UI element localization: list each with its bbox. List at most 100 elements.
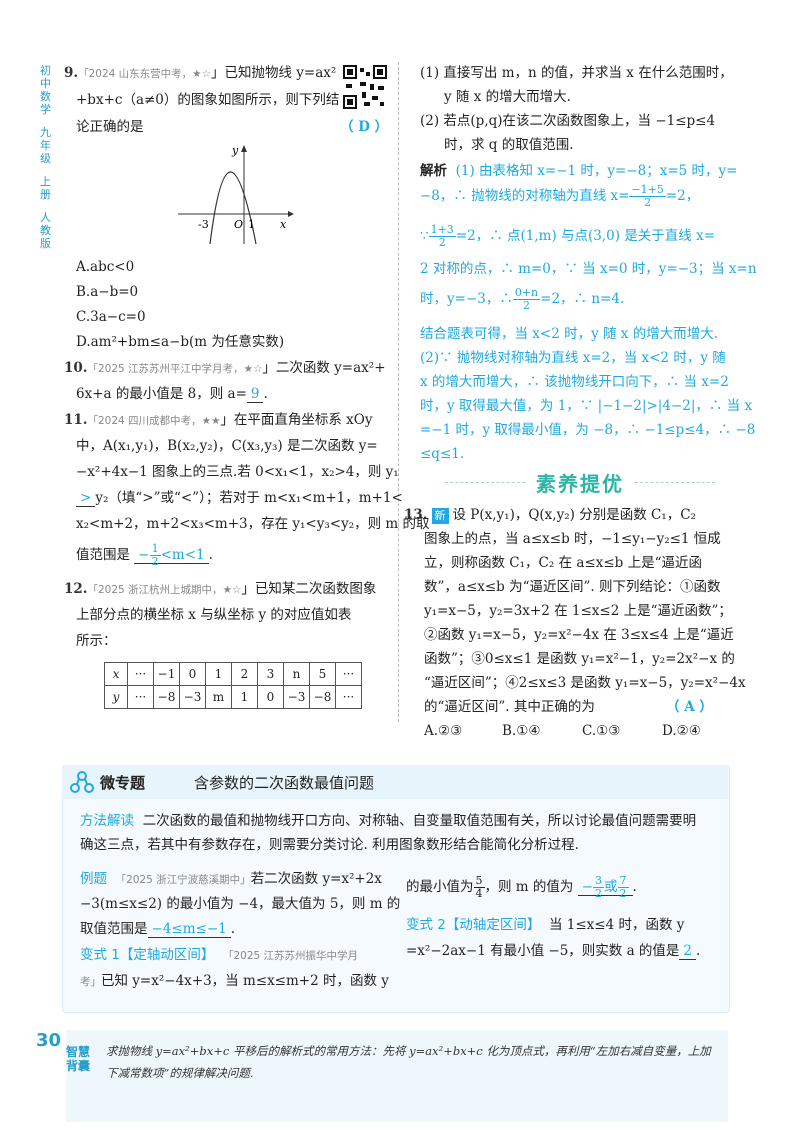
solution-line8: x 的增大而增大，∴ 该抛物线开口向下，∴ 当 x=2 <box>420 374 729 390</box>
micro-topic-subtitle: 含参数的二次函数最值问题 <box>194 774 375 792</box>
q9-option-a: A.abc<0 <box>76 259 135 275</box>
q11-line1: 11.「2024 四川成都中考，★★」在平面直角坐标系 xOy <box>64 412 373 428</box>
micro-topic-header <box>62 765 728 799</box>
solution-line9: 时，y 取得最大值，为 1，∵ |−1−2|>|4−2|，∴ 当 x <box>420 398 753 414</box>
solution-line10: =−1 时，y 取得最小值，为 −8，∴ −1≤p≤4，∴ −8 <box>420 422 756 438</box>
sidebar-labels: 初中数学 九年级 上册 人教版 <box>40 64 56 260</box>
sidebar-volume: 上册 <box>40 175 51 201</box>
q11-line3: −x²+4x−1 图象上的三点.若 0<x₁<1，x₂>4，则 y₁ <box>76 464 399 480</box>
example-line3: 取值范围是−4≤m≤−1. <box>80 921 236 938</box>
q13-line9: 的“逼近区间”. 其中正确的为 <box>424 699 595 715</box>
y-axis-arrow <box>241 145 247 152</box>
column-divider <box>398 62 399 722</box>
example-line2: −3(m≤x≤2) 的最小值为 −4，最大值为 5，则 m 的 <box>80 896 401 912</box>
solution-line6: 结合题表可得，当 x<2 时，y 随 x 的增大而增大. <box>420 326 719 342</box>
q13-line4: 数”，a≤x≤b 为“逼近区间”. 则下列结论：①函数 <box>424 579 721 595</box>
variant1-line1: 变式 1【定轴动区间】 「2025 江苏苏州振华中学月 <box>80 947 359 963</box>
graph-origin-label: O <box>234 218 243 231</box>
solution-line4: 2 对称的点，∴ m=0，∵ 当 x=0 时，y=−3；当 x=n <box>420 261 757 277</box>
page-number: 30 <box>36 1030 62 1051</box>
q12-part2: (2) 若点(p,q)在该二次函数图象上，当 −1≤p≤4 <box>420 113 716 129</box>
micro-topic-title: 微专题 <box>100 774 146 792</box>
q12-part1b: y 随 x 的增大而增大. <box>444 89 571 105</box>
variant2-answer: 2 <box>679 943 697 960</box>
new-badge: 新 <box>431 508 449 524</box>
q10-answer: 9 <box>246 386 264 403</box>
sidebar-grade: 九年级 <box>40 126 51 165</box>
q13-line8: “逼近区间”；④2≤x≤3 是函数 y₁=x−5，y₂=x²−4x <box>424 675 746 691</box>
q13-line6: ②函数 y₁=x−5，y₂=x²−4x 在 3≤x≤4 上是“逼近 <box>424 627 734 643</box>
method-line2: 确这三点，若其中有参数存在，则需要分类讨论. 利用图象数形结合能简化分析过程. <box>80 837 579 853</box>
star-icon: ★★ <box>201 415 221 427</box>
q13-option-a: A.②③ <box>424 723 463 739</box>
method-label: 方法解读 <box>80 813 134 829</box>
q13-option-b: B.①④ <box>502 723 541 739</box>
graph-x-label: x <box>280 218 287 231</box>
q9-line1: 9.「2024 山东东营中考，★☆」已知抛物线 y=ax² <box>64 65 337 81</box>
tip-label: 智慧背囊 <box>66 1045 91 1073</box>
variant2-line1: 变式 2【动轴定区间】 当 1≤x≤4 时，函数 y <box>406 917 685 933</box>
molecule-icon <box>70 771 94 793</box>
q11-line5: x₂<m+2，m+2<x₃<m+3，存在 y₁<y₃<y₂，则 m 的取 <box>76 516 430 532</box>
q11-answer-1: > <box>76 490 96 507</box>
q13-answer: （ A ） <box>666 699 713 715</box>
q13-option-d: D.②④ <box>662 723 701 739</box>
q13-line2: 图象上的点，当 a≤x≤b 时，−1≤y₁−y₂≤1 恒成 <box>424 531 721 547</box>
q9-line3: 论正确的是 <box>76 119 144 135</box>
section-banner: 素养提优 <box>445 468 715 498</box>
solution-label: 解析 <box>420 163 447 179</box>
q12-part2b: 时，求 q 的取值范围. <box>444 137 574 153</box>
star-icon: ★☆ <box>243 363 263 375</box>
tip-box <box>66 1030 728 1122</box>
graph-tick-neg3: -3 <box>198 218 209 231</box>
q12-line3: 所示： <box>76 633 117 649</box>
q9-parabola-graph: y x O -3 1 <box>178 144 294 245</box>
parabola-curve <box>209 171 257 245</box>
q12-part1: (1) 直接写出 m，n 的值，并求当 x 在什么范围时， <box>420 65 733 81</box>
graph-tick-1: 1 <box>248 218 255 231</box>
example-label: 例题 <box>80 871 107 887</box>
solution-line1: 解析 (1) 由表格知 x=−1 时，y=−8；x=5 时，y= <box>420 163 738 179</box>
q13-line1: 13.新设 P(x,y₁)，Q(x,y₂) 分别是函数 C₁，C₂ <box>404 507 696 524</box>
q9-source: 「2024 山东东营中考， <box>78 68 193 80</box>
q10-line2: 6x+a 的最小值是 8，则 a=9. <box>76 386 268 403</box>
solution-line11: ≤q≤1. <box>420 446 465 462</box>
tip-text: 求抛物线 y=ax²+bx+c 平移后的解析式的常用方法：先将 y=ax²+bx… <box>106 1044 711 1080</box>
sidebar-subject: 初中数学 <box>40 64 51 116</box>
solution-line7: (2)∵ 抛物线对称轴为直线 x=2，当 x<2 时，y 随 <box>420 350 726 366</box>
example-answer: −4≤m≤−1 <box>147 921 231 938</box>
graph-y-label: y <box>231 144 239 157</box>
q13-option-c: C.①③ <box>582 723 621 739</box>
qr-code-icon[interactable] <box>342 64 388 110</box>
q9-option-c: C.3a−c=0 <box>76 309 146 325</box>
method-line1: 方法解读 二次函数的最值和抛物线开口方向、对称轴、自变量取值范围有关，所以讨论最… <box>80 813 697 829</box>
q9-answer: （ D ） <box>340 119 389 135</box>
q9-line2: +bx+c（a≠0）的图象如图所示，则下列结 <box>76 92 340 108</box>
star-icon: ★☆ <box>192 68 211 80</box>
q13-line3: 立，则称函数 C₁，C₂ 在 a≤x≤b 上是“逼近函 <box>424 555 702 571</box>
variant1-line2: 考」已知 y=x²−4x+3，当 m≤x≤m+2 时，函数 y <box>80 973 389 989</box>
micro-topic-box <box>62 765 730 1013</box>
q11-line4: >y₂（填“>”或“<”）；若对于 m<x₁<m+1，m+1< <box>76 487 403 509</box>
star-icon: ★☆ <box>222 584 242 596</box>
q12-line2: 上部分点的横坐标 x 与纵坐标 y 的对应值如表 <box>76 607 352 623</box>
variant2-label: 变式 2【动轴定区间】 <box>406 917 541 933</box>
q12-line1: 12.「2025 浙江杭州上城期中，★☆」已知某二次函数图象 <box>64 581 377 597</box>
q9-option-b: B.a−b=0 <box>76 284 139 300</box>
q9-option-d: D.am²+bm≤a−b(m 为任意实数) <box>76 334 285 350</box>
q13-line5: y₁=x−5，y₂=3x+2 在 1≤x≤2 上是“逼近函数”； <box>424 603 732 619</box>
q11-line2: 中，A(x₁,y₁)，B(x₂,y₂)，C(x₃,y₃) 是二次函数 y= <box>76 438 378 454</box>
variant1-label: 变式 1【定轴动区间】 <box>80 947 215 963</box>
q10-line1: 10.「2025 江苏苏州平江中学月考，★☆」二次函数 y=ax²+ <box>64 360 386 376</box>
